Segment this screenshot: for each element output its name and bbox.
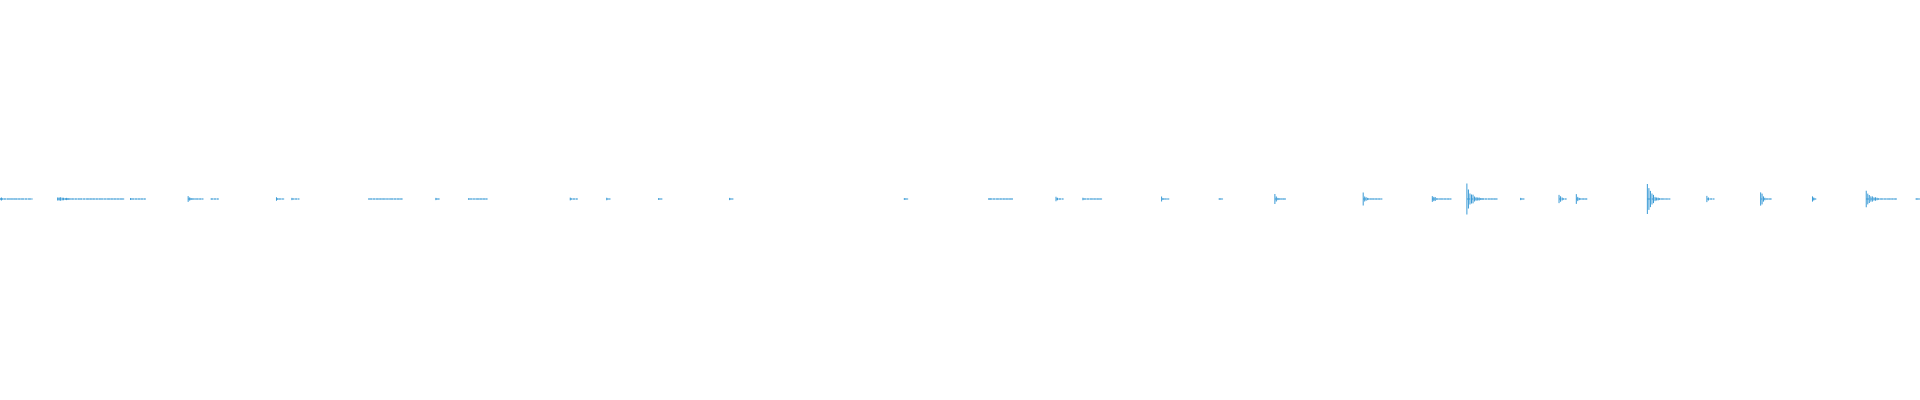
waveform-spikes: [1915, 198, 1920, 200]
waveform-burst: [1558, 194, 1567, 204]
waveform-spikes: [606, 197, 610, 201]
waveform-burst: [1161, 196, 1170, 202]
waveform-burst: [1811, 196, 1817, 202]
waveform-burst: [1520, 197, 1525, 201]
waveform-spikes: [187, 196, 203, 202]
waveform-burst: [435, 197, 440, 201]
waveform-burst: [1466, 183, 1498, 215]
waveform-burst: [1055, 196, 1064, 202]
waveform-spikes: [988, 198, 1013, 200]
waveform-spikes: [1055, 196, 1063, 202]
waveform-bursts: [0, 183, 1920, 215]
waveform-burst: [57, 197, 125, 201]
waveform-spikes: [1218, 198, 1223, 200]
waveform-burst: [1915, 198, 1920, 200]
waveform-spikes: [467, 198, 487, 200]
waveform-spikes: [658, 198, 662, 200]
waveform-burst: [1646, 183, 1671, 215]
waveform-spikes: [1646, 183, 1670, 215]
waveform-spikes: [275, 197, 284, 201]
waveform-burst: [1865, 190, 1897, 208]
waveform-spikes: [1082, 197, 1102, 201]
waveform-spikes: [1362, 192, 1382, 206]
waveform-burst: [606, 197, 611, 201]
waveform-spikes: [1558, 194, 1566, 204]
waveform-burst: [0, 197, 33, 201]
waveform-burst: [275, 197, 285, 201]
waveform-burst: [1706, 195, 1715, 203]
waveform-spikes: [1865, 190, 1896, 208]
waveform-burst: [569, 197, 578, 201]
waveform-spikes: [57, 197, 124, 201]
waveform-spikes: [903, 198, 908, 200]
waveform-burst: [729, 197, 734, 201]
waveform-burst: [1362, 192, 1383, 206]
waveform-spikes: [1760, 192, 1772, 206]
waveform-burst: [291, 197, 300, 201]
waveform-burst: [1575, 194, 1588, 204]
waveform-burst: [187, 196, 204, 202]
waveform-spikes: [130, 198, 145, 200]
waveform-burst: [1274, 194, 1287, 204]
waveform-burst: [988, 198, 1014, 200]
waveform-spikes: [0, 197, 32, 201]
waveform-spikes: [368, 198, 403, 200]
waveform-burst: [1431, 196, 1452, 202]
waveform-spikes: [1274, 194, 1286, 204]
waveform-spikes: [1431, 196, 1451, 202]
waveform-burst: [130, 198, 146, 200]
waveform-burst: [1082, 197, 1103, 201]
waveform-spikes: [569, 197, 577, 201]
waveform-burst: [1760, 192, 1773, 206]
waveform-spikes: [435, 197, 439, 201]
waveform-spikes: [1811, 196, 1816, 202]
waveform-spikes: [210, 198, 218, 200]
waveform-burst: [903, 198, 909, 200]
waveform-burst: [467, 198, 488, 200]
waveform-spikes: [1575, 194, 1587, 204]
waveform-burst: [1218, 198, 1224, 200]
waveform-spikes: [1466, 183, 1497, 215]
waveform-spikes: [291, 197, 299, 201]
waveform-spikes: [1520, 197, 1524, 201]
waveform-burst: [210, 198, 219, 200]
waveform-burst: [368, 198, 404, 200]
waveform-spikes: [1706, 195, 1714, 203]
waveform-spikes: [1161, 196, 1169, 202]
waveform-spikes: [729, 197, 733, 201]
waveform-burst: [658, 198, 663, 200]
